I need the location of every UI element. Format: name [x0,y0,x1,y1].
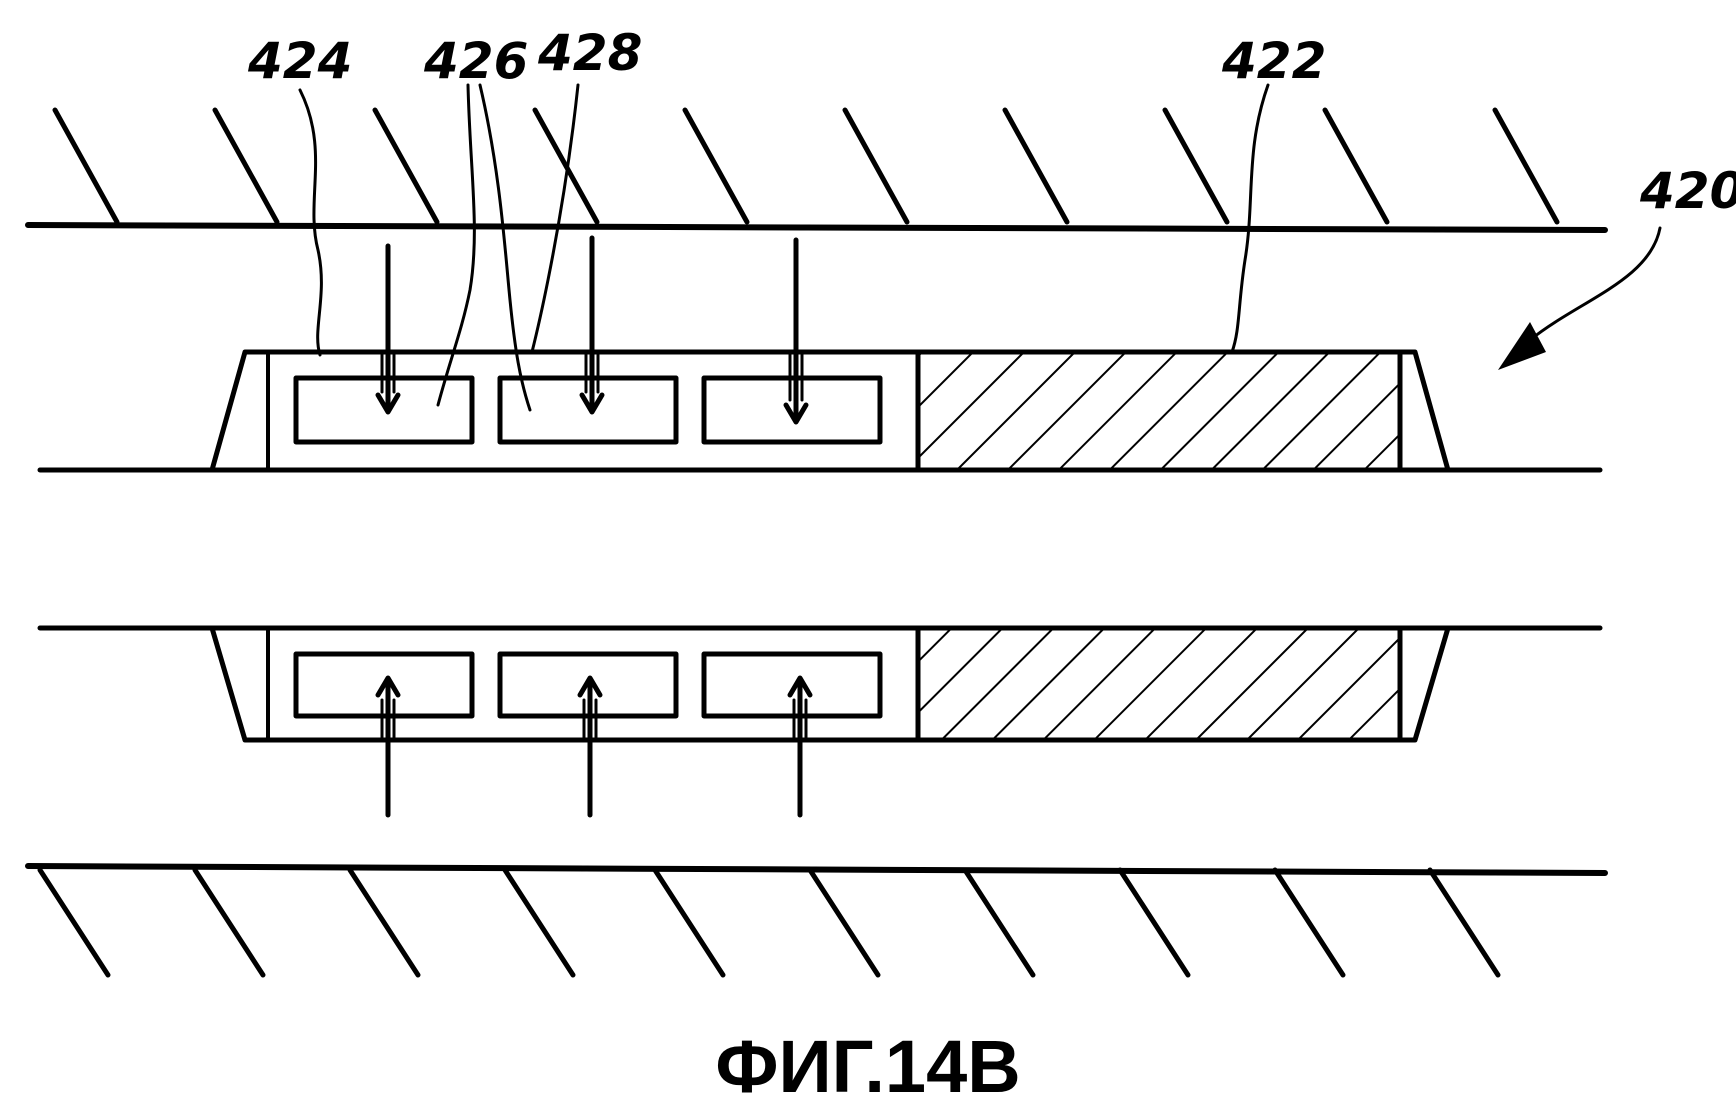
lower-hatch-stroke [192,867,266,978]
upper-chamber-2 [497,375,679,445]
lower-hatch-stroke [1272,867,1346,978]
figure-caption: ФИГ.14В [715,1025,1020,1107]
upper-hatch-stroke [52,107,120,225]
lower-hatch-stroke [347,867,421,978]
lower-hatch-stroke [962,867,1036,978]
label-420: 420 [1639,162,1736,220]
lower-hatch-stroke [652,867,726,978]
upper-wall-hatch [52,107,1560,225]
label-422: 422 [1221,32,1326,90]
up-arrow-1-head [375,675,401,698]
lower-sleeve [209,625,1451,743]
leader-420 [1528,226,1662,342]
upper-hatch-stroke [1002,107,1070,225]
upper-hatch-stroke [1322,107,1390,225]
upper-hatch-stroke [1162,107,1230,225]
up-arrow-2-head [577,675,603,698]
lower-hatched-section [915,625,1403,743]
lower-hatch-stroke [502,867,576,978]
upper-hatch-stroke [212,107,280,225]
lower-wall-hatch [37,867,1501,978]
upper-chamber-3 [701,375,883,445]
up-arrow-3-head [787,675,813,698]
lower-hatch-stroke [1427,867,1501,978]
upper-hatch-stroke [682,107,750,225]
leader-424 [298,88,323,357]
leader-422 [1230,83,1270,354]
upper-hatch-stroke [1492,107,1560,225]
down-arrow-2-head [579,392,605,415]
lower-arrows [375,675,813,818]
lower-chamber-3 [701,651,883,719]
leader-420-arrowhead [1498,322,1546,370]
upper-arrows [375,235,809,425]
upper-sleeve [209,349,1451,473]
lower-chamber-1 [293,651,475,719]
leader-428 [530,83,580,354]
lower-hatch-stroke [1117,867,1191,978]
upper-wall [25,107,1608,233]
upper-hatch-stroke [532,107,600,225]
down-arrow-1-head [375,392,401,415]
upper-chamber-1 [293,375,475,445]
upper-hatch-stroke [372,107,440,225]
lower-hatch-stroke [37,867,111,978]
leader-426a [436,83,476,407]
label-428: 428 [537,24,642,82]
lower-wall [25,863,1608,978]
upper-hatch-stroke [842,107,910,225]
label-424: 424 [247,32,352,90]
upper-hatched-section [915,349,1403,473]
lower-hatch-stroke [807,867,881,978]
leader-lines [298,83,1662,412]
label-426: 426 [423,32,528,90]
down-arrow-3-head [783,402,809,425]
leader-426b [478,83,532,412]
